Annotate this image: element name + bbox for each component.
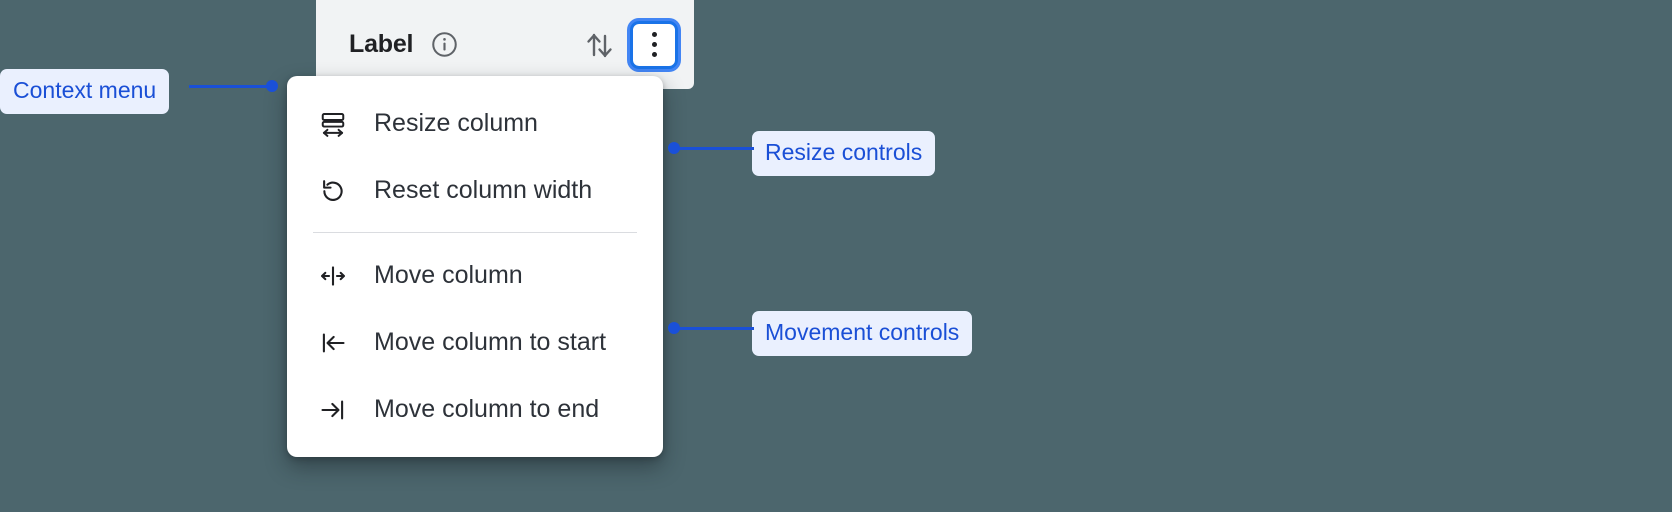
menu-item-resize-column[interactable]: Resize column — [287, 90, 663, 157]
annotation-connector-line-movement — [676, 327, 754, 330]
menu-item-move-column-to-start[interactable]: Move column to start — [287, 309, 663, 376]
menu-item-label: Reset column width — [374, 176, 593, 204]
kebab-dot-2 — [651, 42, 657, 47]
annotation-connector-line-context-menu — [189, 85, 269, 88]
context-menu: Resize column Reset column width — [287, 76, 663, 457]
menu-item-label: Move column to end — [374, 395, 600, 423]
resize-column-icon — [319, 110, 347, 138]
menu-item-move-column[interactable]: Move column — [287, 242, 663, 309]
menu-item-label: Move column — [374, 261, 523, 289]
menu-item-label: Move column to start — [374, 328, 607, 356]
annotation-movement-controls: Movement controls — [752, 311, 973, 356]
menu-item-move-column-to-end[interactable]: Move column to end — [287, 376, 663, 443]
kebab-dot-1 — [651, 32, 657, 37]
menu-divider — [313, 232, 637, 233]
info-circle-icon[interactable] — [431, 31, 458, 58]
move-column-icon — [319, 262, 347, 290]
annotation-context-menu: Context menu — [0, 69, 170, 114]
move-to-start-icon — [319, 329, 347, 357]
column-header-label: Label — [349, 30, 414, 58]
annotation-connector-dot-context-menu — [266, 80, 278, 92]
menu-item-reset-column-width[interactable]: Reset column width — [287, 157, 663, 224]
annotation-connector-line-resize — [676, 147, 754, 150]
sort-arrows-icon[interactable] — [582, 27, 616, 63]
menu-item-label: Resize column — [374, 109, 538, 137]
move-to-end-icon — [319, 396, 347, 424]
undo-rotate-icon — [319, 177, 347, 205]
column-header-card: Label — [316, 0, 694, 89]
annotation-connector-dot-movement — [668, 322, 680, 334]
kebab-dot-3 — [651, 52, 657, 57]
kebab-menu-button[interactable] — [630, 20, 678, 69]
annotation-connector-dot-resize — [668, 142, 680, 154]
annotation-resize-controls: Resize controls — [752, 131, 936, 176]
